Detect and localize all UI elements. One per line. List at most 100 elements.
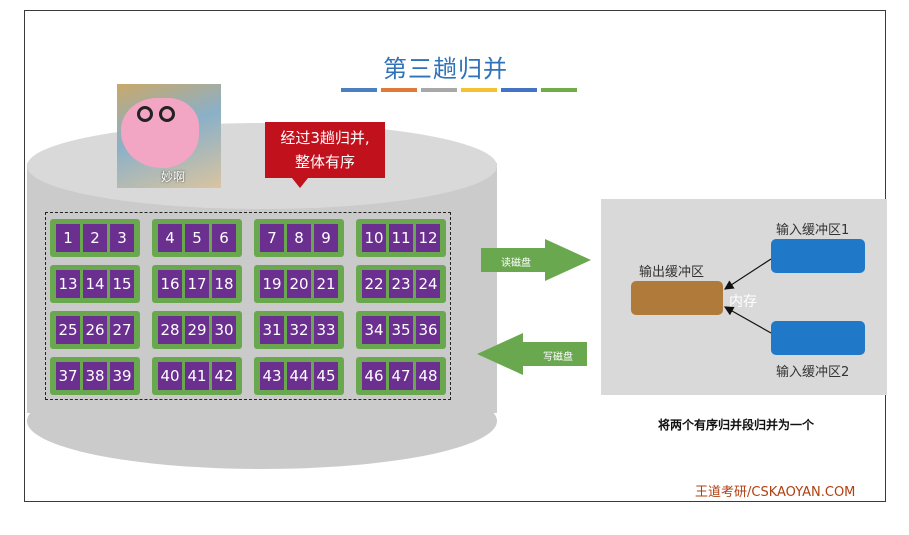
record-cell: 24 [416, 270, 440, 298]
run-block: 46 47 48 [356, 357, 446, 395]
record-cell: 6 [212, 224, 236, 252]
record-cell: 27 [110, 316, 134, 344]
record-cell: 7 [260, 224, 284, 252]
record-cell: 21 [314, 270, 338, 298]
memory-label: 内存 [729, 294, 757, 310]
run-block: 40 41 42 [152, 357, 242, 395]
run-block: 7 8 9 [254, 219, 344, 257]
record-cell: 17 [185, 270, 209, 298]
run-block: 10 11 12 [356, 219, 446, 257]
meme-caption: 妙啊 [161, 170, 186, 184]
record-cell: 34 [362, 316, 386, 344]
run-block: 37 38 39 [50, 357, 140, 395]
record-cell: 32 [287, 316, 311, 344]
record-cell: 9 [314, 224, 338, 252]
record-cell: 39 [110, 362, 134, 390]
memory-caption: 将两个有序归并段归并为一个 [658, 418, 815, 432]
callout-line-1: 经过3趟归并, [280, 129, 370, 147]
color-bar-segment [381, 88, 417, 92]
slide: 第三趟归并 妙啊 经过3趟归并, 整体有序 1 2 3 4 5 6 [24, 10, 887, 502]
record-cell: 43 [260, 362, 284, 390]
brand-footer: 王道考研/CSKAOYAN.COM [695, 485, 856, 500]
memory-panel: 输入缓冲区1 输出缓冲区 内存 输入缓冲区2 [601, 199, 887, 395]
run-block: 22 23 24 [356, 265, 446, 303]
run-block: 31 32 33 [254, 311, 344, 349]
record-cell: 20 [287, 270, 311, 298]
record-cell: 3 [110, 224, 134, 252]
input-buffer-1-label: 输入缓冲区1 [776, 223, 850, 238]
record-cell: 30 [212, 316, 236, 344]
run-block: 13 14 15 [50, 265, 140, 303]
record-cell: 44 [287, 362, 311, 390]
record-cell: 41 [185, 362, 209, 390]
color-bar-segment [421, 88, 457, 92]
arrow-shaft [481, 248, 545, 272]
run-block: 34 35 36 [356, 311, 446, 349]
record-cell: 35 [389, 316, 413, 344]
record-cell: 25 [56, 316, 80, 344]
read-disk-arrow: 读磁盘 [481, 239, 591, 281]
callout-line-2: 整体有序 [294, 153, 355, 171]
run-block: 25 26 27 [50, 311, 140, 349]
write-disk-arrow: 写磁盘 [477, 333, 587, 375]
run-block: 28 29 30 [152, 311, 242, 349]
meme-image: 妙啊 [117, 84, 221, 188]
title-color-bar [341, 88, 577, 92]
read-disk-label: 读磁盘 [501, 258, 531, 269]
output-buffer-label: 输出缓冲区 [639, 265, 705, 280]
record-cell: 11 [389, 224, 413, 252]
record-cell: 14 [83, 270, 107, 298]
slide-title: 第三趟归并 [383, 55, 508, 83]
callout-pointer [292, 178, 308, 188]
record-cell: 19 [260, 270, 284, 298]
record-cell: 33 [314, 316, 338, 344]
record-cell: 28 [158, 316, 182, 344]
color-bar-segment [461, 88, 497, 92]
record-cell: 1 [56, 224, 80, 252]
arrow-head [545, 239, 591, 281]
record-cell: 8 [287, 224, 311, 252]
disk-cylinder-top [27, 123, 497, 209]
run-block: 16 17 18 [152, 265, 242, 303]
output-buffer [631, 281, 723, 315]
run-block: 19 20 21 [254, 265, 344, 303]
record-cell: 15 [110, 270, 134, 298]
record-cell: 37 [56, 362, 80, 390]
run-block: 4 5 6 [152, 219, 242, 257]
callout-box: 经过3趟归并, 整体有序 [265, 122, 385, 178]
arrow-head [477, 333, 523, 375]
record-cell: 22 [362, 270, 386, 298]
arrow-shaft [523, 342, 587, 366]
record-cell: 4 [158, 224, 182, 252]
write-disk-label: 写磁盘 [543, 352, 573, 363]
color-bar-segment [501, 88, 537, 92]
buffer-arrows [723, 258, 772, 334]
run-block: 43 44 45 [254, 357, 344, 395]
record-cell: 29 [185, 316, 209, 344]
record-cell: 16 [158, 270, 182, 298]
record-cell: 31 [260, 316, 284, 344]
input-buffer-2-label: 输入缓冲区2 [776, 365, 850, 380]
record-cell: 38 [83, 362, 107, 390]
input-buffer-1 [771, 239, 865, 273]
color-bar-segment [341, 88, 377, 92]
record-cell: 46 [362, 362, 386, 390]
input-buffer-2 [771, 321, 865, 355]
color-bar-segment [541, 88, 577, 92]
record-cell: 47 [389, 362, 413, 390]
record-cell: 42 [212, 362, 236, 390]
record-cell: 40 [158, 362, 182, 390]
record-cell: 36 [416, 316, 440, 344]
record-cell: 5 [185, 224, 209, 252]
run-block: 1 2 3 [50, 219, 140, 257]
record-cell: 48 [416, 362, 440, 390]
glasses-icon [159, 106, 175, 122]
record-cell: 10 [362, 224, 386, 252]
record-cell: 23 [389, 270, 413, 298]
record-cell: 13 [56, 270, 80, 298]
arrow-icon [723, 258, 772, 290]
arrow-icon [723, 306, 772, 334]
record-cell: 18 [212, 270, 236, 298]
record-cell: 2 [83, 224, 107, 252]
disk-runs-area: 1 2 3 4 5 6 7 8 9 10 11 12 13 14 15 16 1… [45, 212, 451, 400]
